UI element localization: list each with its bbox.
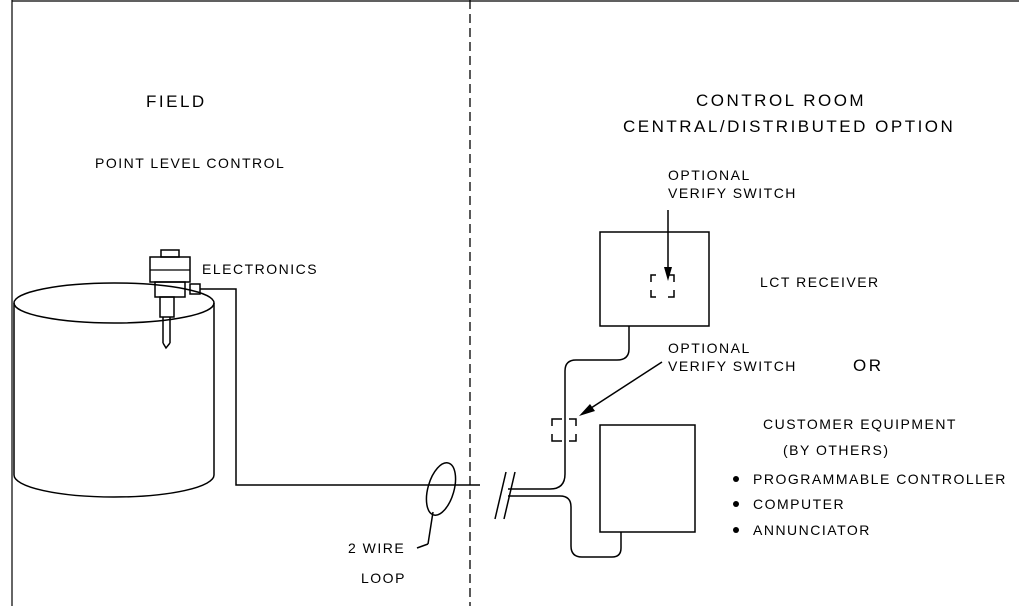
field-subtitle: POINT LEVEL CONTROL (95, 155, 285, 171)
bullet-3 (733, 527, 739, 533)
customer-equipment-sublabel: (BY OTHERS) (783, 442, 889, 458)
cable-verify-switch (551, 418, 577, 442)
storage-tank (13, 282, 215, 498)
loop-leader (416, 543, 429, 549)
receiver-cable (508, 326, 630, 490)
bullet-1 (733, 476, 739, 482)
bullet-2 (733, 501, 739, 507)
loop-label-line2: LOOP (361, 570, 406, 586)
equipment-item-1: PROGRAMMABLE CONTROLLER (753, 471, 1007, 487)
equipment-item-2: COMPUTER (753, 496, 845, 512)
verify-switch-top-label-1: OPTIONAL (668, 167, 751, 183)
verify-switch-mid-leader (587, 361, 663, 411)
control-room-subtitle: CENTRAL/DISTRIBUTED OPTION (623, 117, 955, 136)
lct-receiver-label: LCT RECEIVER (760, 274, 880, 290)
loop-label-line1: 2 WIRE (348, 540, 405, 556)
electronics-housing (149, 249, 201, 350)
verify-switch-mid-label-2: VERIFY SWITCH (668, 358, 797, 374)
verify-switch-top-arrowhead (664, 267, 672, 281)
customer-equipment-label: CUSTOMER EQUIPMENT (763, 416, 957, 432)
loop-leader-2 (427, 511, 434, 545)
verify-switch-mid-label-1: OPTIONAL (668, 340, 751, 356)
control-room-title: CONTROL ROOM (696, 91, 866, 110)
verify-switch-top-label-2: VERIFY SWITCH (668, 185, 797, 201)
wire-loop-ellipse (425, 462, 457, 516)
electronics-label: ELECTRONICS (202, 261, 318, 277)
verify-switch-mid-arrowhead (579, 404, 595, 416)
field-title: FIELD (146, 92, 207, 111)
equipment-item-3: ANNUNCIATOR (753, 522, 871, 538)
receiver-verify-switch (650, 274, 675, 298)
customer-equipment-box (599, 424, 696, 533)
field-cable (200, 288, 480, 486)
or-label: OR (853, 356, 884, 375)
customer-cable (508, 495, 622, 558)
lct-receiver-box (599, 231, 710, 327)
